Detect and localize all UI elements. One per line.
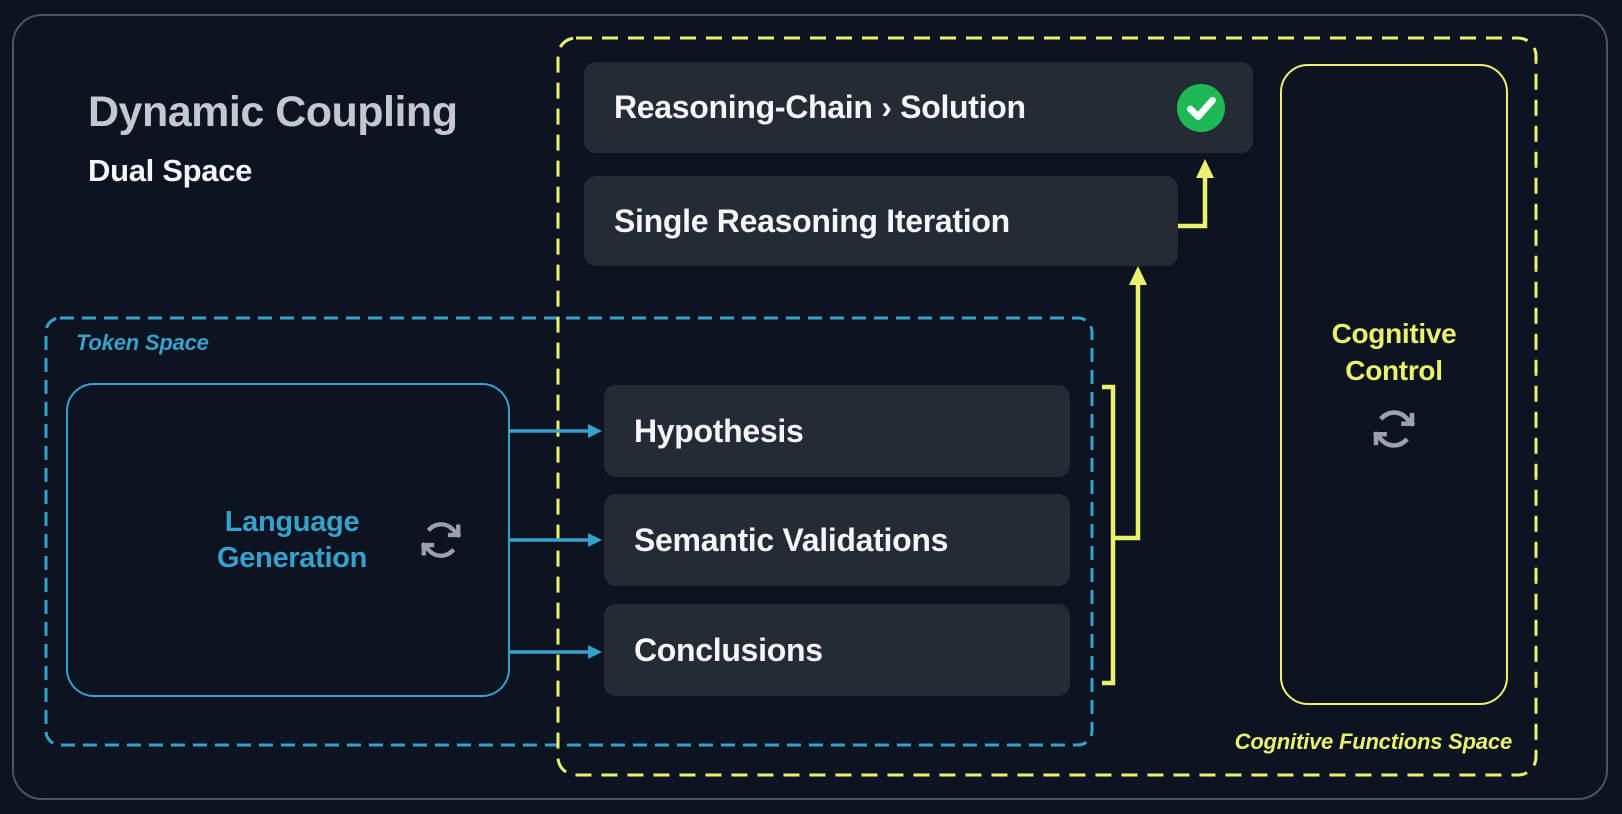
sync-icon	[1370, 405, 1418, 453]
solution-box: Reasoning-Chain › Solution	[584, 62, 1253, 153]
page-title: Dynamic Coupling	[88, 88, 458, 136]
title-block: Dynamic Coupling Dual Space	[88, 88, 458, 189]
page-subtitle: Dual Space	[88, 153, 253, 189]
semantic-validations-label: Semantic Validations	[634, 521, 949, 558]
semantic-validations-box: Semantic Validations	[604, 494, 1070, 586]
iteration-box-label: Single Reasoning Iteration	[614, 202, 1010, 239]
outer-frame	[12, 14, 1608, 800]
token-space-label: Token Space	[76, 330, 209, 355]
check-circle-icon	[1176, 83, 1226, 132]
conclusions-label: Conclusions	[634, 631, 823, 668]
cognitive-space-label: Cognitive Functions Space	[1234, 729, 1513, 754]
language-generation-label: Language Generation	[216, 505, 368, 574]
hypothesis-label: Hypothesis	[634, 412, 804, 449]
hypothesis-box: Hypothesis	[604, 385, 1070, 477]
sync-icon	[418, 517, 464, 563]
cognitive-control-label: Cognitive Control	[1331, 318, 1457, 386]
iteration-box: Single Reasoning Iteration	[584, 176, 1178, 266]
language-generation-box: Language Generation	[66, 383, 510, 697]
conclusions-box: Conclusions	[604, 604, 1070, 696]
cognitive-control-box: Cognitive Control	[1280, 64, 1508, 705]
solution-box-label: Reasoning-Chain › Solution	[614, 89, 1026, 125]
